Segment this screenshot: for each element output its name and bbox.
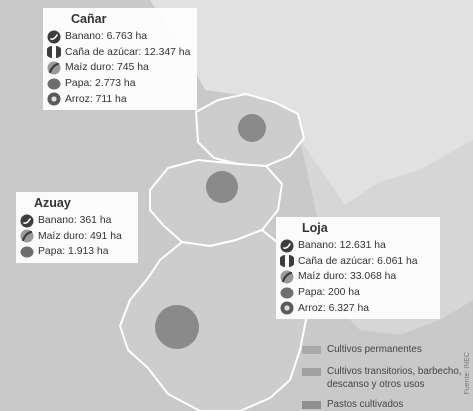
potato-icon: [280, 286, 294, 300]
potato-icon: [47, 77, 61, 91]
source-credit: Fuente: INEC: [464, 352, 471, 395]
legend-item-pastures: Pastos cultivados: [302, 398, 403, 411]
corn-icon: [47, 61, 61, 75]
banana-icon: [47, 30, 61, 44]
list-item: Caña de azúcar: 12.347 ha: [46, 45, 197, 61]
azuay-circle: [206, 171, 238, 203]
list-item: Papa: 200 ha: [280, 285, 440, 301]
panel-azuay-title: Azuay: [34, 196, 71, 210]
loja-circle: [155, 305, 199, 349]
province-loja: [118, 228, 312, 411]
legend-label: Cultivos permanentes: [327, 344, 422, 355]
item-text: Banano: 12.631 ha: [298, 240, 386, 252]
legend-item-permanent: Cultivos permanentes: [302, 343, 422, 356]
item-text: Banano: 361 ha: [38, 215, 112, 227]
list-item: Papa: 1.913 ha: [20, 244, 138, 260]
province-azuay: [149, 158, 284, 248]
panel-loja-title: Loja: [302, 221, 328, 235]
item-text: Arroz: 711 ha: [65, 93, 127, 105]
legend-label: Cultivos transitorios, barbecho, descans…: [327, 366, 462, 390]
list-item: Banano: 6.763 ha: [47, 29, 197, 45]
list-item: Arroz: 6.327 ha: [280, 300, 440, 316]
list-item: Papa: 2.773 ha: [47, 76, 197, 92]
item-text: Papa: 200 ha: [298, 287, 360, 299]
item-text: Maíz duro: 33.068 ha: [298, 271, 397, 283]
sugarcane-icon: [46, 45, 62, 59]
corn-icon: [280, 270, 294, 284]
banana-icon: [20, 214, 34, 228]
panel-canar: Cañar Banano: 6.763 ha Caña de azúcar: 1…: [43, 8, 197, 110]
list-item: Banano: 12.631 ha: [280, 238, 440, 254]
item-text: Caña de azúcar: 6.061 ha: [298, 255, 418, 267]
legend-label: Pastos cultivados: [327, 399, 404, 410]
item-text: Maíz duro: 491 ha: [38, 230, 122, 242]
item-text: Papa: 1.913 ha: [38, 246, 109, 258]
rice-icon: [47, 92, 61, 106]
item-text: Arroz: 6.327 ha: [298, 302, 370, 314]
potato-icon: [20, 245, 34, 259]
legend-item-transitory: Cultivos transitorios, barbecho, descans…: [302, 365, 462, 391]
legend-swatch: [302, 368, 321, 376]
canar-circle: [238, 114, 266, 142]
item-text: Maíz duro: 745 ha: [65, 62, 149, 74]
northeast-region: [150, 0, 473, 205]
list-item: Banano: 361 ha: [20, 213, 138, 229]
list-item: Arroz: 711 ha: [47, 91, 197, 107]
list-item: Caña de azúcar: 6.061 ha: [279, 254, 440, 270]
banana-icon: [280, 239, 294, 253]
rice-icon: [280, 301, 294, 315]
list-item: Maíz duro: 33.068 ha: [280, 269, 440, 285]
sugarcane-icon: [279, 254, 295, 268]
panel-azuay: Azuay Banano: 361 ha Maíz duro: 491 ha P…: [16, 192, 138, 263]
item-text: Papa: 2.773 ha: [65, 78, 136, 90]
legend-swatch: [302, 401, 321, 409]
panel-canar-title: Cañar: [71, 12, 107, 26]
corn-icon: [20, 229, 34, 243]
item-text: Caña de azúcar: 12.347 ha: [65, 46, 191, 58]
legend-swatch: [302, 346, 321, 354]
list-item: Maíz duro: 745 ha: [47, 60, 197, 76]
panel-loja: Loja Banano: 12.631 ha Caña de azúcar: 6…: [276, 217, 440, 319]
list-item: Maíz duro: 491 ha: [20, 229, 138, 245]
item-text: Banano: 6.763 ha: [65, 31, 148, 43]
